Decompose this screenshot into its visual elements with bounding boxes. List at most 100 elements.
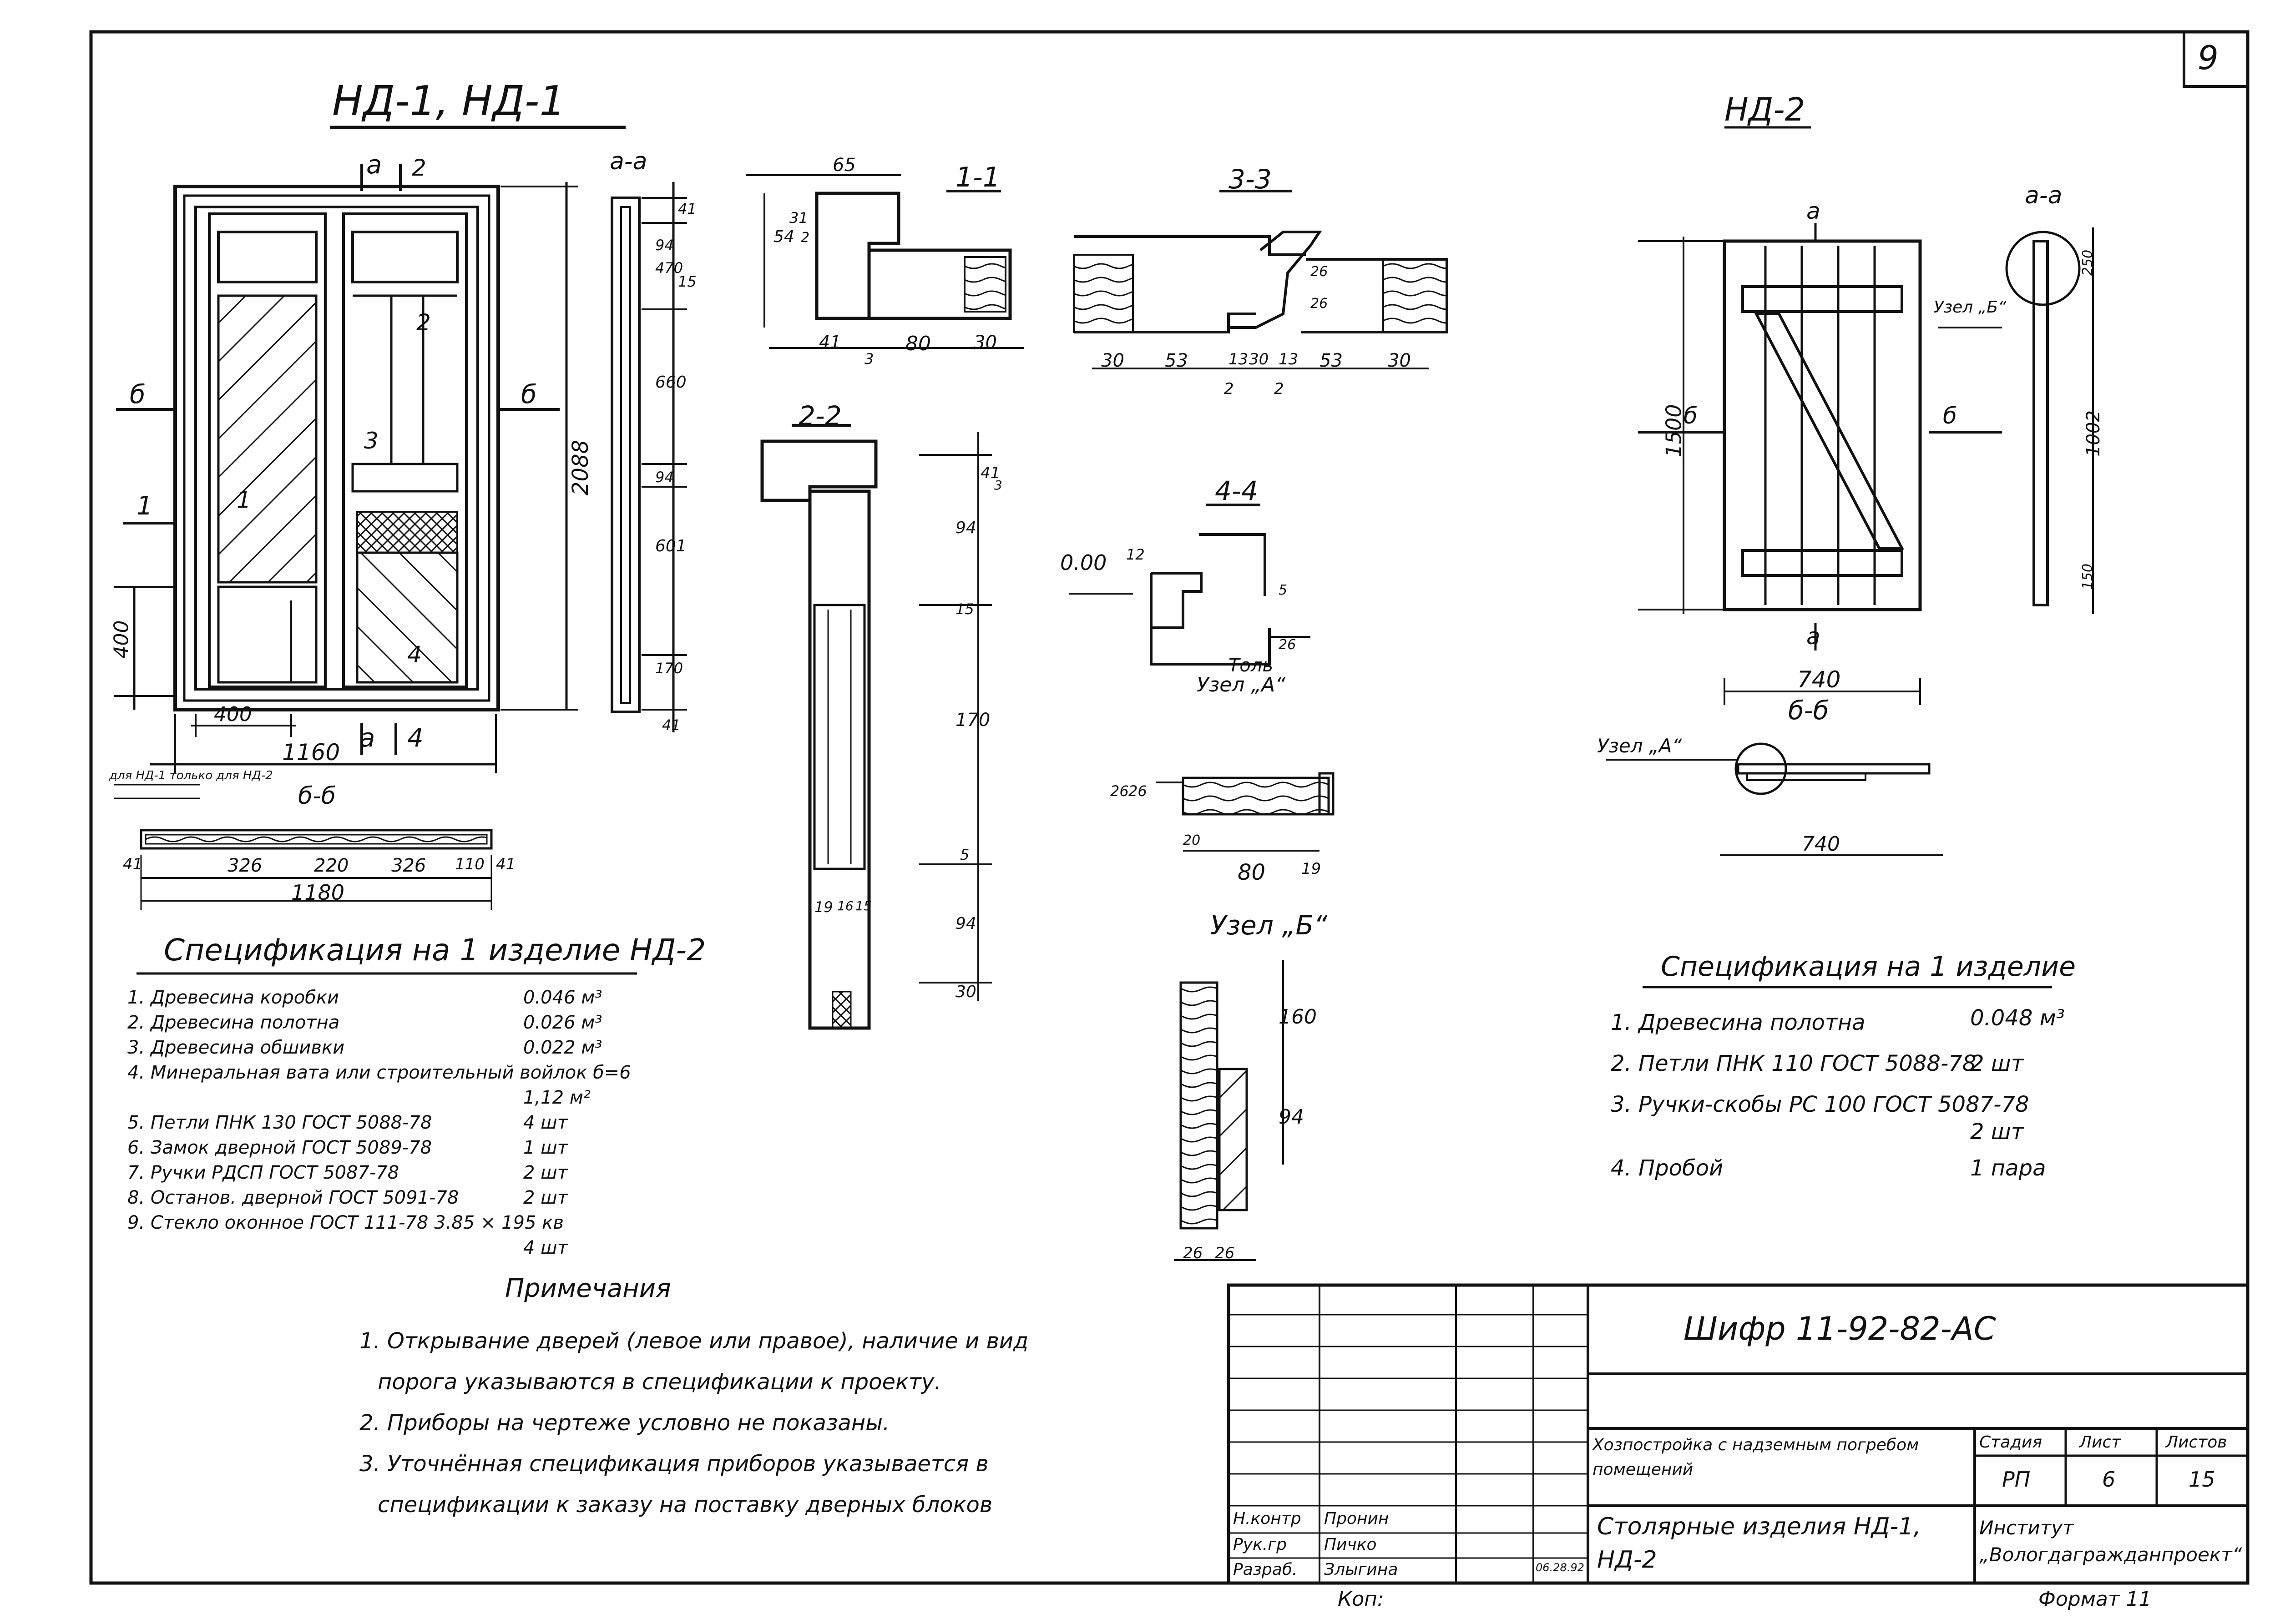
spec-nd1-value: 2 шт <box>1970 1119 2024 1145</box>
spec-nd2-item: 6. Замок дверной ГОСТ 5089-78 <box>127 1137 432 1158</box>
mark-b-left: б <box>130 380 146 409</box>
spec-nd2-title: Спецификация на 1 изделие НД-2 <box>164 933 706 968</box>
sheet-number: 9 <box>2198 39 2219 77</box>
mark-a-top: а <box>366 150 382 180</box>
sheet-frame <box>89 30 2250 1585</box>
nd1-section-bb <box>114 784 493 910</box>
spec-nd1-item: 3. Ручки-скобы РС 100 ГОСТ 5087-78 <box>1611 1092 2029 1117</box>
tb-name-1: Пронин <box>1324 1509 1389 1528</box>
mark-2-top: 2 <box>412 155 426 181</box>
label-4-4: 4-4 <box>1215 475 1258 506</box>
nd1-section-markers <box>114 164 578 773</box>
dim-33-2b: 2 <box>1274 380 1284 398</box>
nd1-title: НД-1, НД-1 <box>332 77 566 125</box>
dim-33-30c: 30 <box>1388 350 1411 371</box>
dim-aa-94b: 94 <box>655 469 674 486</box>
dim-11-3: 3 <box>864 350 874 368</box>
nd2-section-aa <box>1938 227 2094 614</box>
nd2-mark-b-left: б <box>1684 403 1698 429</box>
section-2-2 <box>760 424 992 1030</box>
dim-44-26: 26 <box>1279 637 1296 653</box>
title-block-sheet: 6 <box>2102 1467 2116 1492</box>
dim-22-5: 5 <box>960 846 970 863</box>
label-aa-left: а-а <box>610 148 647 175</box>
dim-33-2a: 2 <box>1224 380 1234 398</box>
title-block-sheet-label: Лист <box>2079 1433 2121 1452</box>
dim-plan-326b: 326 <box>391 855 426 876</box>
spec-nd2-value: 4 шт <box>523 1112 568 1133</box>
note-line: 3. Уточнённая спецификация приборов указ… <box>359 1451 989 1477</box>
nd1-section-aa <box>611 182 687 732</box>
dim-nodeA-80: 80 <box>1238 860 1266 885</box>
dim-44-tol: Толь <box>1228 655 1274 676</box>
dim-aa-660: 660 <box>655 373 687 392</box>
dim-33-53b: 53 <box>1320 350 1343 371</box>
spec-nd1-item: 1. Древесина полотна <box>1611 1010 1866 1035</box>
tb-date: 06.28.92 <box>1536 1561 1584 1574</box>
note-line: спецификации к заказу на поставку дверны… <box>378 1492 993 1518</box>
spec-nd2-value: 1 шт <box>523 1137 568 1158</box>
spec-nd2-value: 2 шт <box>523 1162 568 1183</box>
dim-plan-1180: 1180 <box>291 880 345 905</box>
spec-nd2-value: 0.026 м³ <box>523 1012 602 1033</box>
dim-nodeB-160: 160 <box>1279 1005 1317 1029</box>
label-node-b-right: Узел „Б“ <box>1934 298 2007 317</box>
spec-nd2-value: 0.046 м³ <box>523 987 602 1008</box>
sheet-number-box <box>2183 30 2249 88</box>
spec-nd2-item: 9. Стекло оконное ГОСТ 111-78 3.85 × 195… <box>127 1212 564 1233</box>
mark-1-inner: 1 <box>237 487 251 513</box>
dim-nodeA-20: 20 <box>1183 832 1201 848</box>
spec-nd1-item: 4. Пробой <box>1611 1155 1724 1181</box>
notes-title: Примечания <box>505 1274 671 1303</box>
label-1-1: 1-1 <box>956 161 1000 193</box>
dim-22-3: 3 <box>994 478 1002 493</box>
nd2-section-bb <box>1606 742 1943 856</box>
dim-aa-15: 15 <box>678 273 697 290</box>
dim-11-2: 2 <box>801 230 810 246</box>
spec-nd2-item: 2. Древесина полотна <box>127 1012 340 1033</box>
mark-4-bottom: 4 <box>407 723 424 753</box>
title-block-org: Институт „Вологдагражданпроект“ <box>1979 1517 2242 1566</box>
title-block-stage: РП <box>2002 1467 2031 1492</box>
label-aa-right: а-а <box>2025 182 2063 209</box>
nd2-mark-b-right: б <box>1943 403 1957 429</box>
node-b-detail <box>1174 960 1284 1261</box>
dim-nodeB-26a: 26 <box>1183 1244 1203 1262</box>
dim-nd2-740: 740 <box>1797 666 1841 693</box>
mark-a-bottom: а <box>359 723 375 753</box>
note-line: порога указываются в спецификации к прое… <box>378 1369 941 1395</box>
section-3-3 <box>1073 190 1448 369</box>
dim-11-80: 80 <box>905 332 931 355</box>
title-block-project: Хозпостройка с надземным погребом помеще… <box>1592 1436 1919 1479</box>
spec-nd2-value: 4 шт <box>523 1237 568 1258</box>
spec-nd1-value: 0.048 м³ <box>1970 1005 2065 1031</box>
dim-plan-326a: 326 <box>228 855 263 876</box>
mark-4-inner: 4 <box>407 641 422 668</box>
dim-22-15: 15 <box>956 600 974 618</box>
dim-nodeA-26b: 26 <box>1128 782 1147 800</box>
spec-nd1-value: 2 шт <box>1970 1051 2024 1076</box>
dim-44-level: 0.00 <box>1060 550 1107 575</box>
dim-plan-41b: 41 <box>496 855 516 873</box>
dim-2088: 2088 <box>568 439 594 496</box>
dim-22-94a: 94 <box>956 519 976 537</box>
dim-33-53a: 53 <box>1165 350 1188 371</box>
spec-nd2-value: 0.022 м³ <box>523 1037 602 1058</box>
nd1-front-view <box>173 185 500 711</box>
dim-22-41: 41 <box>981 464 1001 482</box>
label-2-2: 2-2 <box>799 400 842 431</box>
dim-11-30: 30 <box>974 332 997 353</box>
dim-33-13: 13 <box>1228 350 1249 368</box>
mark-2-inner: 2 <box>416 309 431 336</box>
label-bb-right: б-б <box>1788 696 1829 726</box>
dim-22-170: 170 <box>956 710 991 731</box>
title-block-code: Шифр 11-92-82-АС <box>1684 1310 1996 1347</box>
dim-nodeA-19: 19 <box>1301 860 1321 878</box>
title-block-stage-label: Стадия <box>1979 1433 2042 1452</box>
dim-22-19: 19 <box>814 898 833 916</box>
title-block-sheets-label: Листов <box>2166 1433 2227 1452</box>
tb-role-3: Разраб. <box>1233 1560 1298 1579</box>
nd2-mark-a-top: а <box>1806 198 1820 224</box>
label-node-a-left: Узел „А“ <box>1197 673 1286 696</box>
